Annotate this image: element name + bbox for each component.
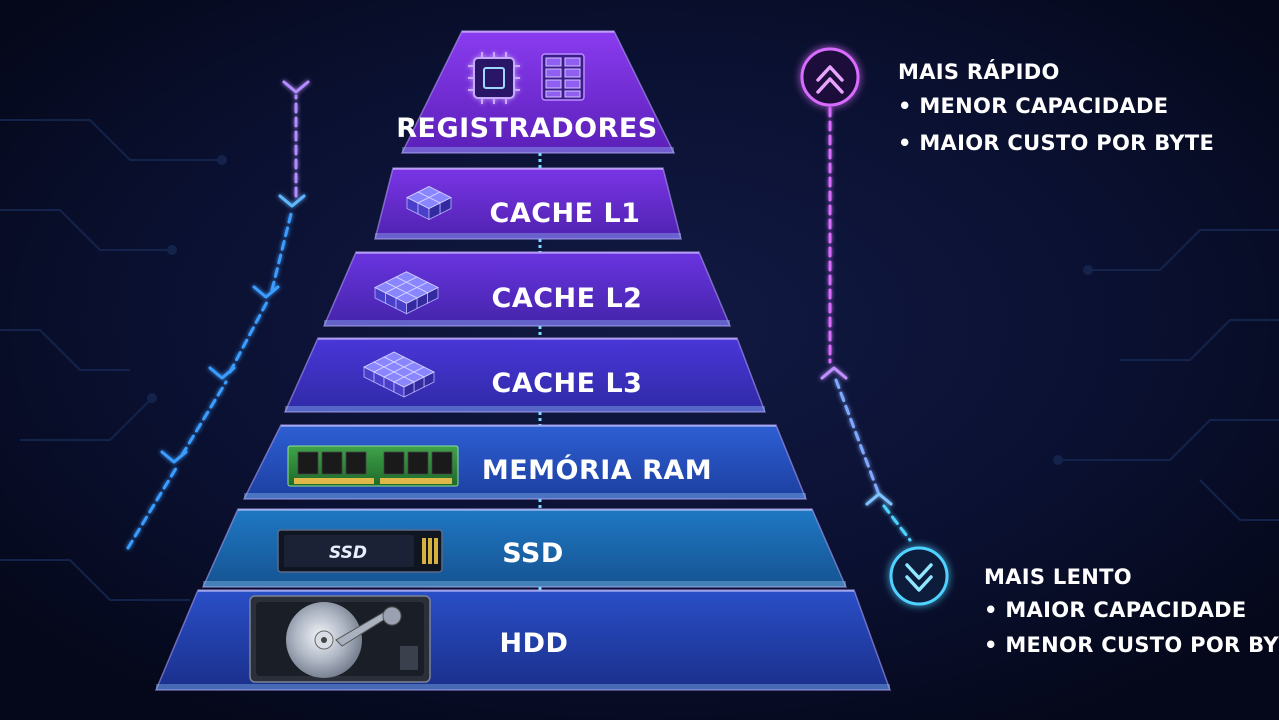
arrow-dash [180,380,228,457]
pyramid-level-label: CACHE L1 [490,198,641,229]
pyramid-level-2: CACHE L1 [374,167,682,240]
cube [395,292,418,315]
cpu-chip-icon [468,52,520,104]
arrow-dash [270,208,294,292]
pyramid-level-edge [156,684,890,690]
pyramid-level-shape [322,251,732,327]
fast-note-item-0: • MENOR CAPACIDADE [898,94,1168,118]
ram-module-icon [287,445,459,487]
fast-note-item-1: • MAIOR CUSTO POR BYTE [898,131,1214,155]
pyramid-level-label: HDD [500,628,569,659]
pyramid-level-label: REGISTRADORES [396,113,658,144]
pyramid-level-edge [285,406,765,412]
arrow-dash [126,463,180,550]
pyramid-level-shape [400,30,676,154]
slow-note-heading: MAIS LENTO [984,565,1132,589]
register-grid-icon [541,53,585,101]
hard-disk-icon [249,595,431,683]
pyramid-level-label: CACHE L2 [492,283,643,314]
ssd-chip-label: SSD [329,543,367,563]
pyramid-level-edge [402,147,674,153]
cubes-icon-l1 [406,186,452,221]
left-arrow-trail [126,80,310,550]
chevron-up-icon [252,285,280,299]
cube [417,197,441,221]
chevron-up-icon [278,194,306,208]
arrow-dash [834,378,880,494]
pyramid-level-shape [374,167,682,240]
pyramid-level-label: CACHE L3 [492,368,643,399]
pyramid-level-edge [375,233,681,239]
cubes-icon-l3 [363,351,435,398]
chevron-down-icon [820,366,848,380]
slow-note: MAIS LENTO • MAIOR CAPACIDADE • MENOR CU… [889,546,1279,657]
pyramid-level-edge [324,320,730,326]
pyramid-level-label: SSD [502,538,564,569]
fast-note-heading: MAIS RÁPIDO [898,59,1060,84]
chevron-up-icon [282,80,310,94]
cube [393,376,415,398]
fast-note: MAIS RÁPIDO • MENOR CAPACIDADE • MAIOR C… [800,47,1214,155]
chevron-up-icon [208,366,236,380]
cubes-icon-l2 [374,271,439,315]
arrow-dash [882,504,912,542]
double-chevron-down-icon [889,546,949,606]
right-arrow-trail [820,106,912,542]
slow-note-item-1: • MENOR CUSTO POR BYTE [984,633,1279,657]
circuit-traces [0,119,1279,601]
chevron-down-icon [865,492,893,506]
pyramid-level-label: MEMÓRIA RAM [482,454,712,486]
slow-note-item-0: • MAIOR CAPACIDADE [984,598,1247,622]
ssd-drive-icon: SSD [277,529,443,573]
pyramid-level-edge [244,493,806,499]
pyramid-icons: SSD [249,52,585,683]
double-chevron-up-icon [800,47,860,107]
arrow-dash [228,298,270,374]
pyramid-level-4: CACHE L3 [283,337,767,413]
pyramid-level-edge [203,581,846,587]
pyramid-level-1: REGISTRADORES [396,30,676,154]
pyramid-level-3: CACHE L2 [322,251,732,327]
chevron-up-icon [160,450,188,464]
